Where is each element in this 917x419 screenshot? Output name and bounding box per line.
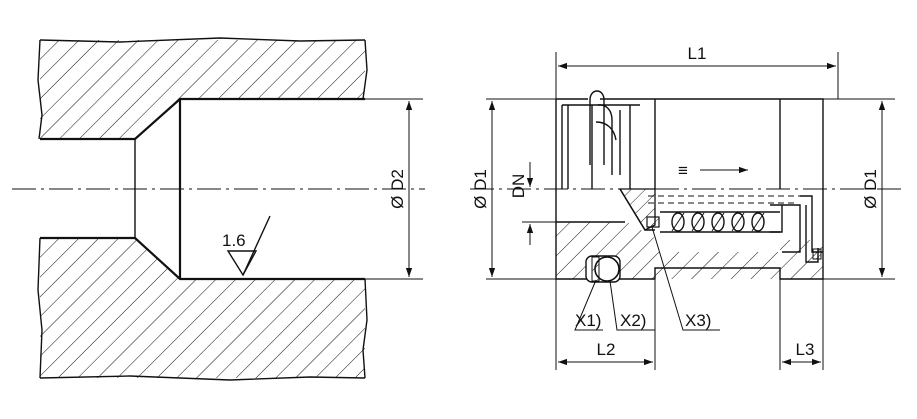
housing-bore-section: 1.6 Ø D2 [12, 37, 425, 381]
roughness-value: 1.6 [222, 231, 246, 250]
retaining-clip [589, 90, 621, 175]
callout-x3: X3) [685, 311, 711, 330]
leader-x3 [651, 226, 720, 331]
housing-upper-wall [40, 40, 365, 139]
bore-contour-lower [40, 236, 365, 281]
break-line-right [362, 39, 368, 379]
end-seal [812, 248, 822, 260]
l1-dimension-label: L1 [688, 44, 707, 63]
bore-contour-upper [40, 97, 365, 141]
d1-left-dimension-label: Ø D1 [471, 169, 490, 209]
d1-right-dimension-label: Ø D1 [861, 169, 880, 209]
d2-dimension-label: Ø D2 [388, 169, 407, 209]
l2-dimension-label: L2 [597, 340, 616, 359]
body-upper-outline [555, 98, 824, 189]
seal-x3 [646, 216, 660, 228]
valve-cartridge: ≡ [470, 44, 905, 370]
dn-dimension-label: DN [509, 174, 528, 199]
break-line-bottom [39, 375, 366, 381]
l3-dimension-label: L3 [796, 340, 815, 359]
leader-x2 [609, 280, 655, 331]
housing-lower-wall [40, 238, 365, 378]
roughness-symbol [226, 215, 271, 277]
break-line-left [37, 39, 43, 379]
inner-guide-dashed [648, 195, 800, 204]
break-line-top [39, 37, 366, 43]
callout-x1: X1) [575, 311, 601, 330]
flow-symbol: ≡ [678, 161, 688, 180]
leader-x1 [574, 279, 603, 331]
body-section-hatch [556, 222, 823, 279]
poppet-seat-line [619, 188, 655, 231]
spring [660, 211, 780, 233]
spring-seat [770, 204, 801, 253]
backup-ring-x1 [591, 256, 600, 282]
callout-x2: X2) [620, 311, 646, 330]
